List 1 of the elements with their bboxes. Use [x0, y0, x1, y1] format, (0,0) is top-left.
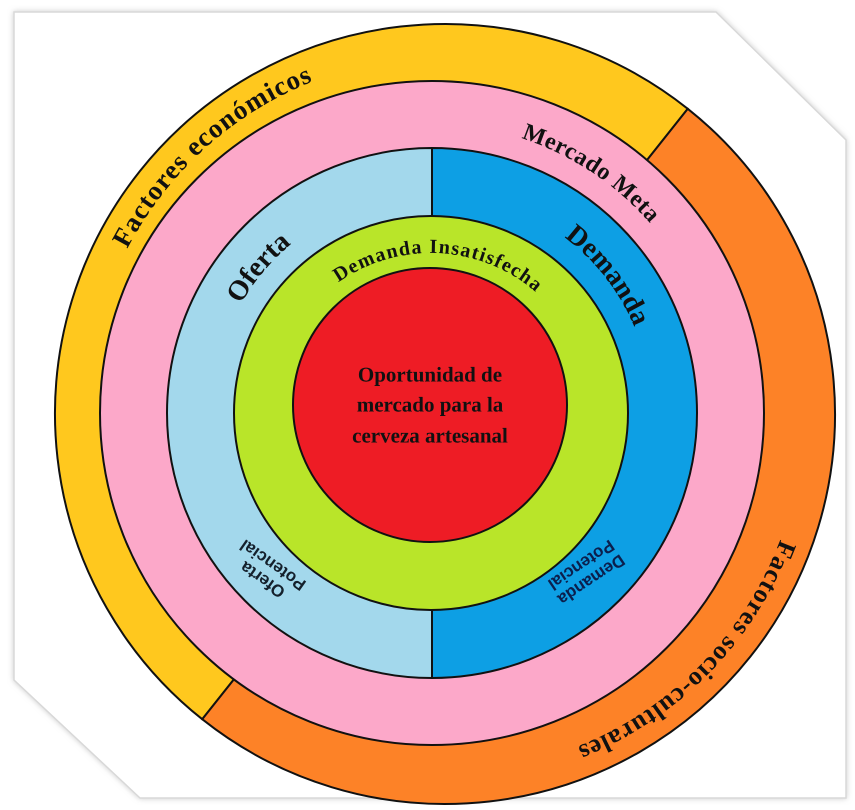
center-label: Oportunidad de mercado para la cerveza artesanal: [351, 361, 509, 450]
